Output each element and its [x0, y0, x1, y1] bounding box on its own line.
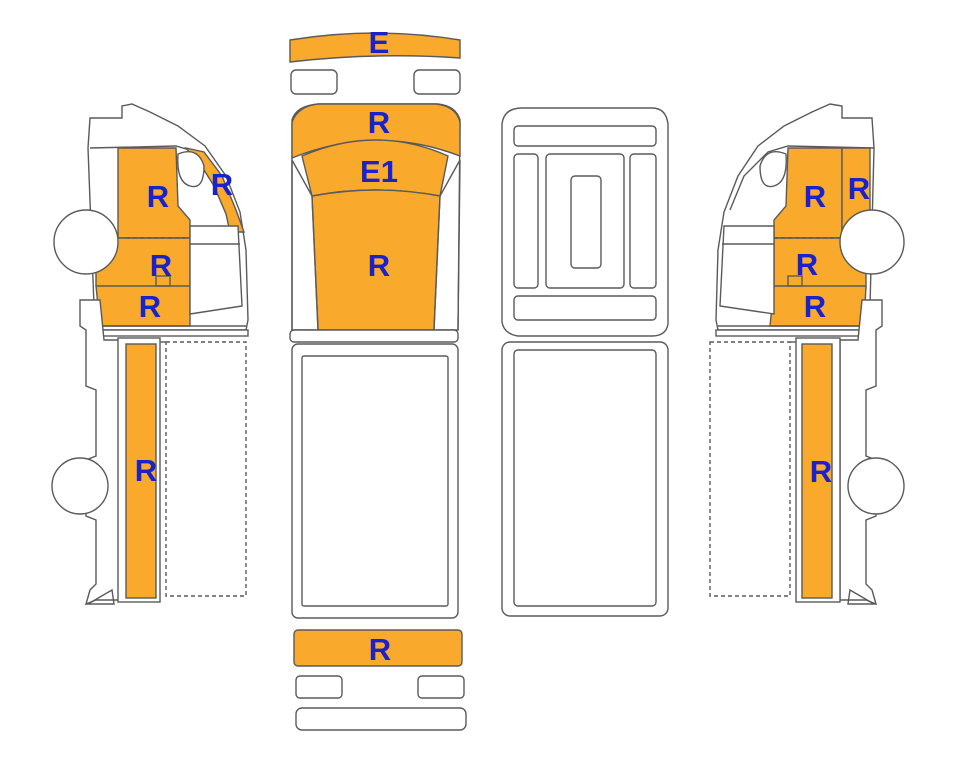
right-side-view: [709, 103, 905, 606]
label-right-mid-door: R: [796, 247, 818, 282]
label-right-upper-door: R: [804, 179, 826, 214]
left-mirror: [177, 151, 205, 188]
label-roof: R: [368, 248, 390, 283]
underside-cab-outline: [501, 107, 669, 337]
underside-bed-inner: [513, 349, 657, 607]
label-left-lower-door: R: [139, 289, 161, 324]
label-windshield: E1: [360, 154, 398, 189]
right-rear-tip: [847, 588, 877, 605]
left-taillight: [295, 675, 343, 699]
right-mirror: [759, 151, 787, 188]
label-rear-bumper: R: [369, 632, 391, 667]
right-chassis-outline: [839, 299, 883, 606]
right-rear-wheel: [847, 457, 905, 515]
top-bed-inner: [301, 355, 449, 607]
label-hood: R: [368, 105, 390, 140]
underside-bed-outer: [501, 341, 669, 617]
label-left-mid-door: R: [150, 248, 172, 283]
left-rear-wheel: [51, 457, 109, 515]
label-left-upper-door: R: [147, 179, 169, 214]
top-cab-base: [289, 329, 459, 343]
label-front-bumper: E: [369, 25, 390, 60]
label-right-bed-side: R: [810, 454, 832, 489]
underside-center-slot: [570, 175, 602, 269]
label-right-lower-door: R: [804, 289, 826, 324]
left-bed-side-panel[interactable]: [125, 343, 157, 599]
label-right-pillar: R: [848, 171, 870, 206]
front-bumper-panel[interactable]: [289, 32, 461, 63]
left-bed-dashed-area: [165, 341, 247, 597]
label-left-bed-side: R: [135, 453, 157, 488]
right-headlight: [413, 69, 461, 95]
left-side-view: [51, 103, 249, 606]
left-headlight: [290, 69, 338, 95]
left-front-wheel: [53, 209, 119, 275]
top-view: [289, 32, 467, 731]
left-side-window: [189, 225, 243, 315]
left-cab-base: [99, 329, 249, 337]
left-door-handle: [155, 275, 171, 287]
left-rear-tip: [85, 588, 115, 605]
right-door-handle: [787, 275, 803, 287]
label-left-pillar: R: [211, 167, 233, 202]
top-bed-outer: [291, 343, 459, 619]
right-side-window: [719, 225, 775, 315]
right-front-wheel: [839, 209, 905, 275]
rear-step: [295, 707, 467, 731]
left-chassis-outline: [79, 299, 123, 606]
right-bed-side-panel[interactable]: [801, 343, 833, 599]
rear-bumper-panel[interactable]: [293, 629, 463, 667]
right-taillight: [417, 675, 465, 699]
right-bed-dashed-area: [709, 341, 791, 597]
underside-view: [501, 107, 669, 617]
labels: E R E1 R R R R R R R R R R R R: [135, 25, 870, 667]
